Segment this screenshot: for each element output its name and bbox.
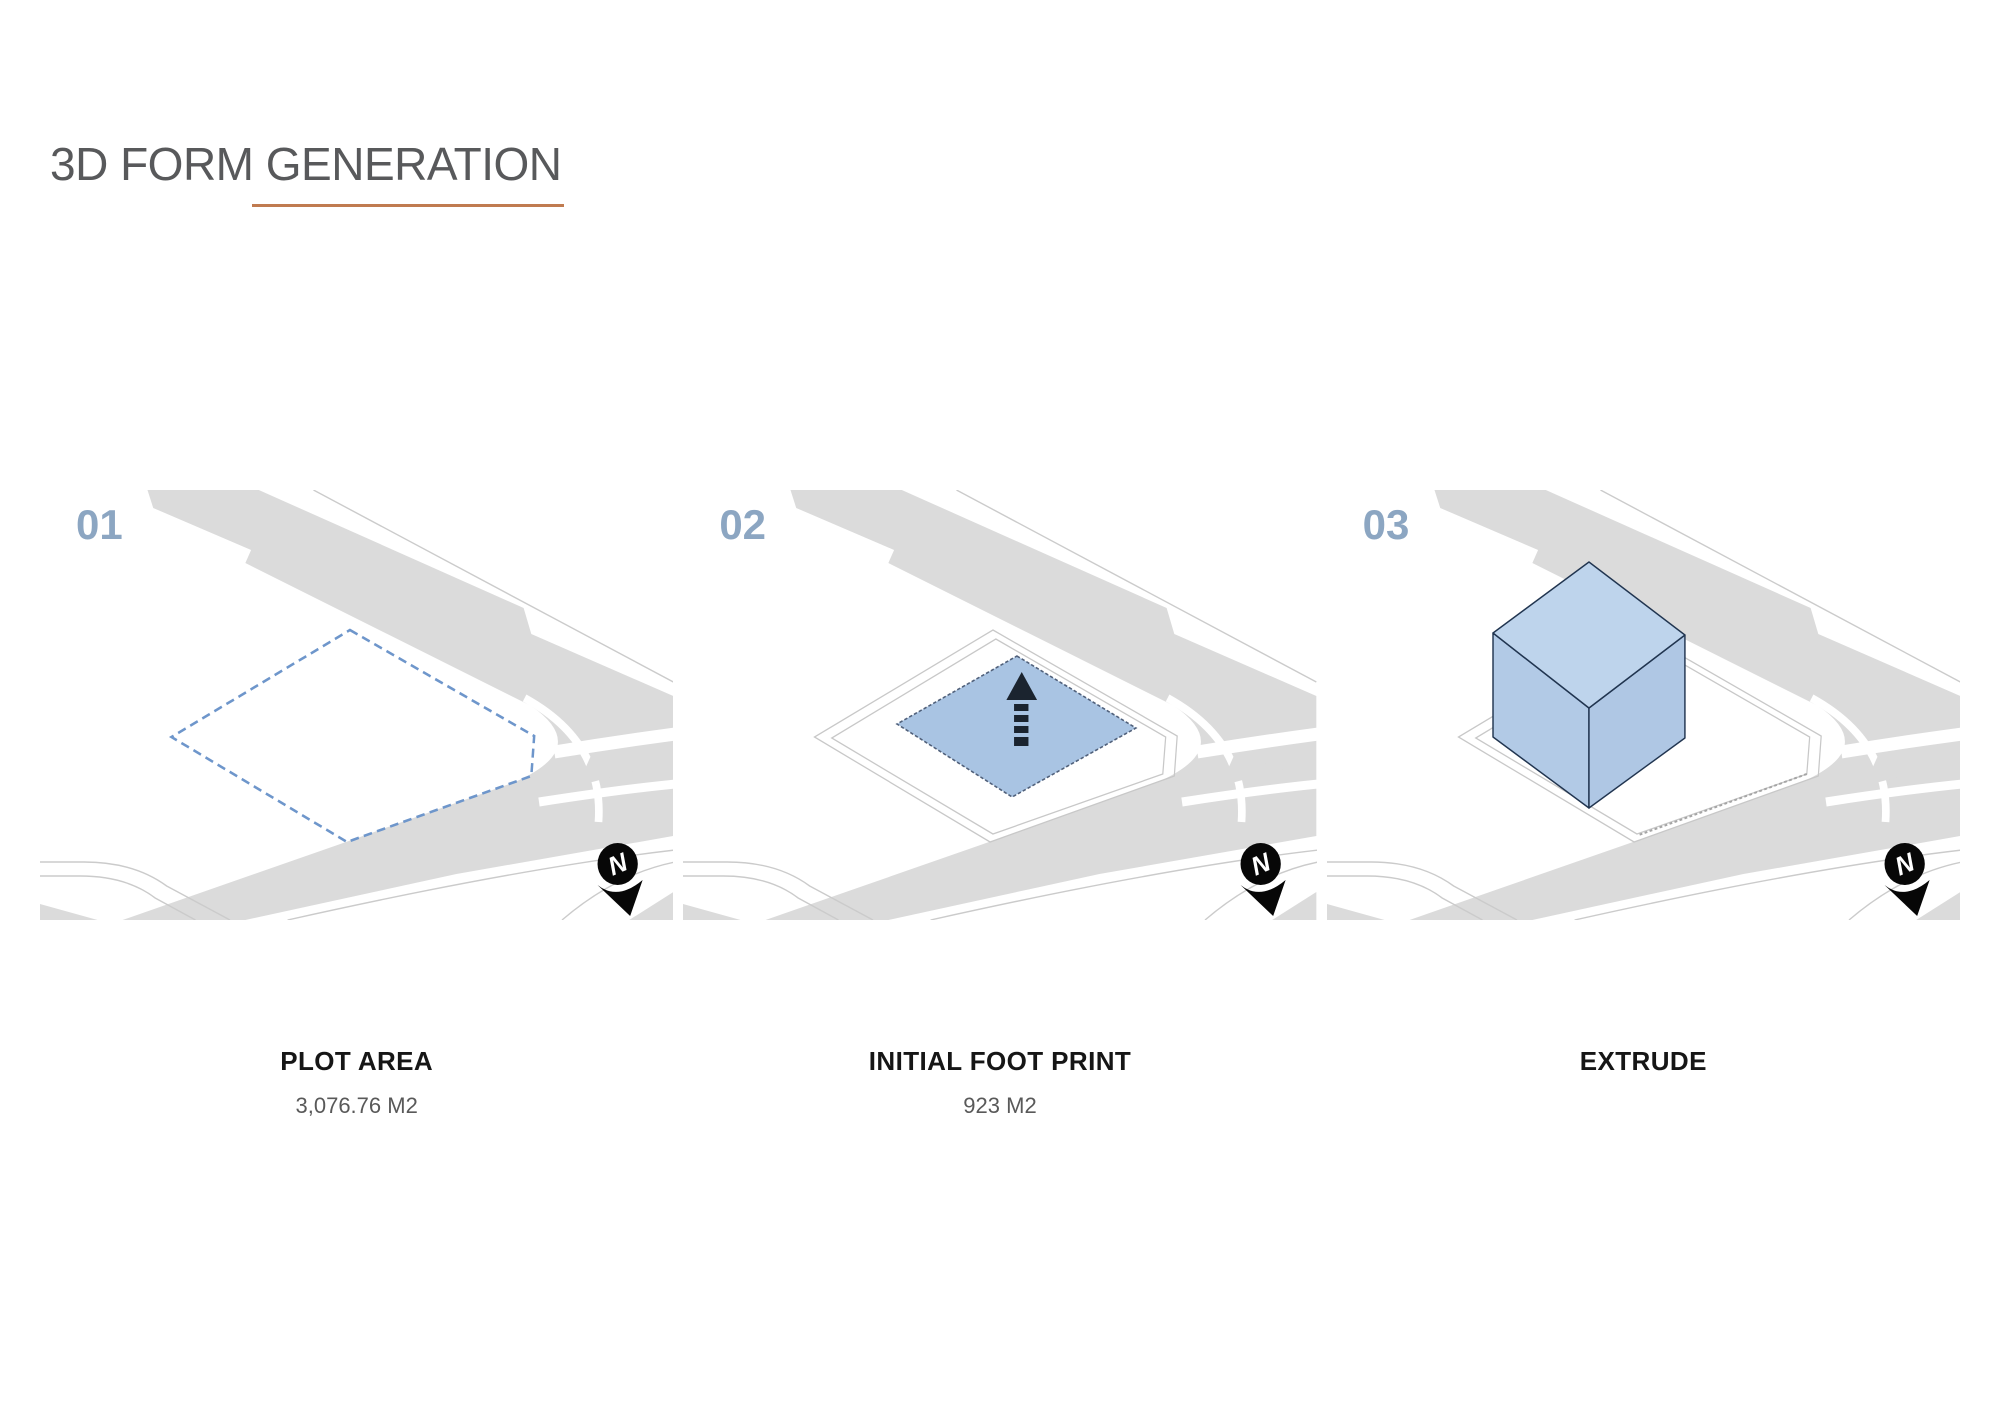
panel-label-plot-area: PLOT AREA xyxy=(280,1046,434,1076)
panel-value-initial-footprint: 923 M2 xyxy=(963,1093,1037,1118)
page-title-prefix: 3D FORM xyxy=(50,138,266,190)
step-number-01: 01 xyxy=(76,501,123,548)
road-network xyxy=(40,490,674,920)
step-number-02: 02 xyxy=(719,501,767,548)
road-network xyxy=(1326,490,1960,920)
north-arrow-icon: N xyxy=(597,843,643,916)
building-mass-3d xyxy=(1491,561,1686,809)
north-arrow-icon: N xyxy=(1240,843,1286,916)
page-title: 3D FORM GENERATION xyxy=(50,137,562,191)
panel-value-extrude xyxy=(1327,1093,1960,1119)
page-title-highlight: GENERATION xyxy=(265,138,562,190)
panel-plot-area: N 01 PLOT AREA 3,076.76 M2 xyxy=(40,490,674,1119)
title-underline xyxy=(252,204,564,207)
panel-value-plot-area: 3,076.76 M2 xyxy=(295,1093,418,1118)
site-plan-map-03: N xyxy=(1326,490,1960,920)
site-plan-map-01: N xyxy=(40,490,674,920)
north-arrow-icon: N xyxy=(1884,843,1930,916)
step-number-03: 03 xyxy=(1362,501,1410,548)
extrude-up-arrow-icon xyxy=(1006,672,1038,746)
plot-boundary-outline xyxy=(813,629,1179,843)
plot-boundary-dashed xyxy=(168,628,536,844)
panel-initial-footprint: N 02 INITIAL FOOT PRINT 923 M2 xyxy=(683,490,1317,1119)
panel-extrude: N 03 EXTRUDE xyxy=(1326,490,1960,1119)
step-panels: N 01 PLOT AREA 3,076.76 M2 xyxy=(40,490,1960,1119)
panel-label-extrude: EXTRUDE xyxy=(1579,1046,1707,1076)
site-plan-map-02: N xyxy=(683,490,1317,920)
panel-label-initial-footprint: INITIAL FOOT PRINT xyxy=(868,1046,1132,1076)
